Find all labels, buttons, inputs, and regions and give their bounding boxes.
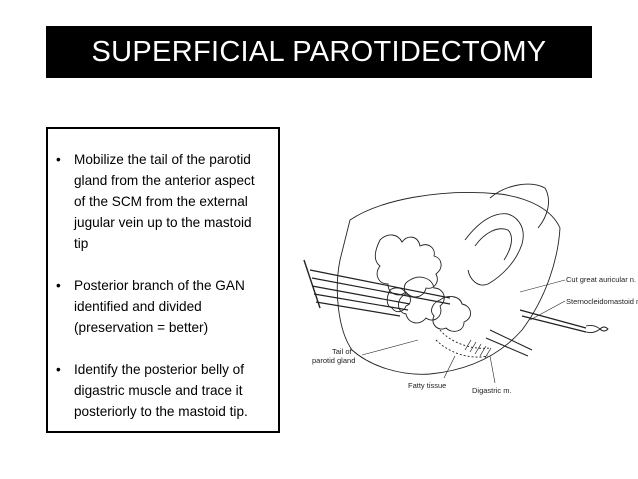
bullet-item: • Posterior branch of the GAN identified… <box>56 275 268 338</box>
bullet-list: • Mobilize the tail of the parotid gland… <box>56 149 268 422</box>
bullet-text: Identify the posterior belly of digastri… <box>74 362 248 419</box>
bullet-text: Mobilize the tail of the parotid gland f… <box>74 152 255 251</box>
illustration-linework <box>303 183 609 384</box>
bullet-list-box: • Mobilize the tail of the parotid gland… <box>46 127 280 433</box>
label-tail-line1: Tail of <box>332 347 353 356</box>
label-great-auricular: Cut great auricular n. <box>566 275 636 284</box>
label-sternocleidomastoid: Sternocleidomastoid m. <box>566 297 638 306</box>
label-digastric: Digastric m. <box>472 386 512 395</box>
slide-title: SUPERFICIAL PAROTIDECTOMY <box>46 26 592 78</box>
bullet-item: • Mobilize the tail of the parotid gland… <box>56 149 268 254</box>
bullet-item: • Identify the posterior belly of digast… <box>56 359 268 422</box>
surgical-illustration: Cut great auricular n. Sternocleidomasto… <box>303 183 638 395</box>
bullet-dot-icon: • <box>56 278 61 293</box>
slide-title-text: SUPERFICIAL PAROTIDECTOMY <box>91 35 547 68</box>
bullet-text: Posterior branch of the GAN identified a… <box>74 278 245 335</box>
label-fatty-tissue: Fatty tissue <box>408 381 446 390</box>
label-tail-line2: parotid gland <box>312 356 355 365</box>
bullet-dot-icon: • <box>56 152 61 167</box>
bullet-dot-icon: • <box>56 362 61 377</box>
